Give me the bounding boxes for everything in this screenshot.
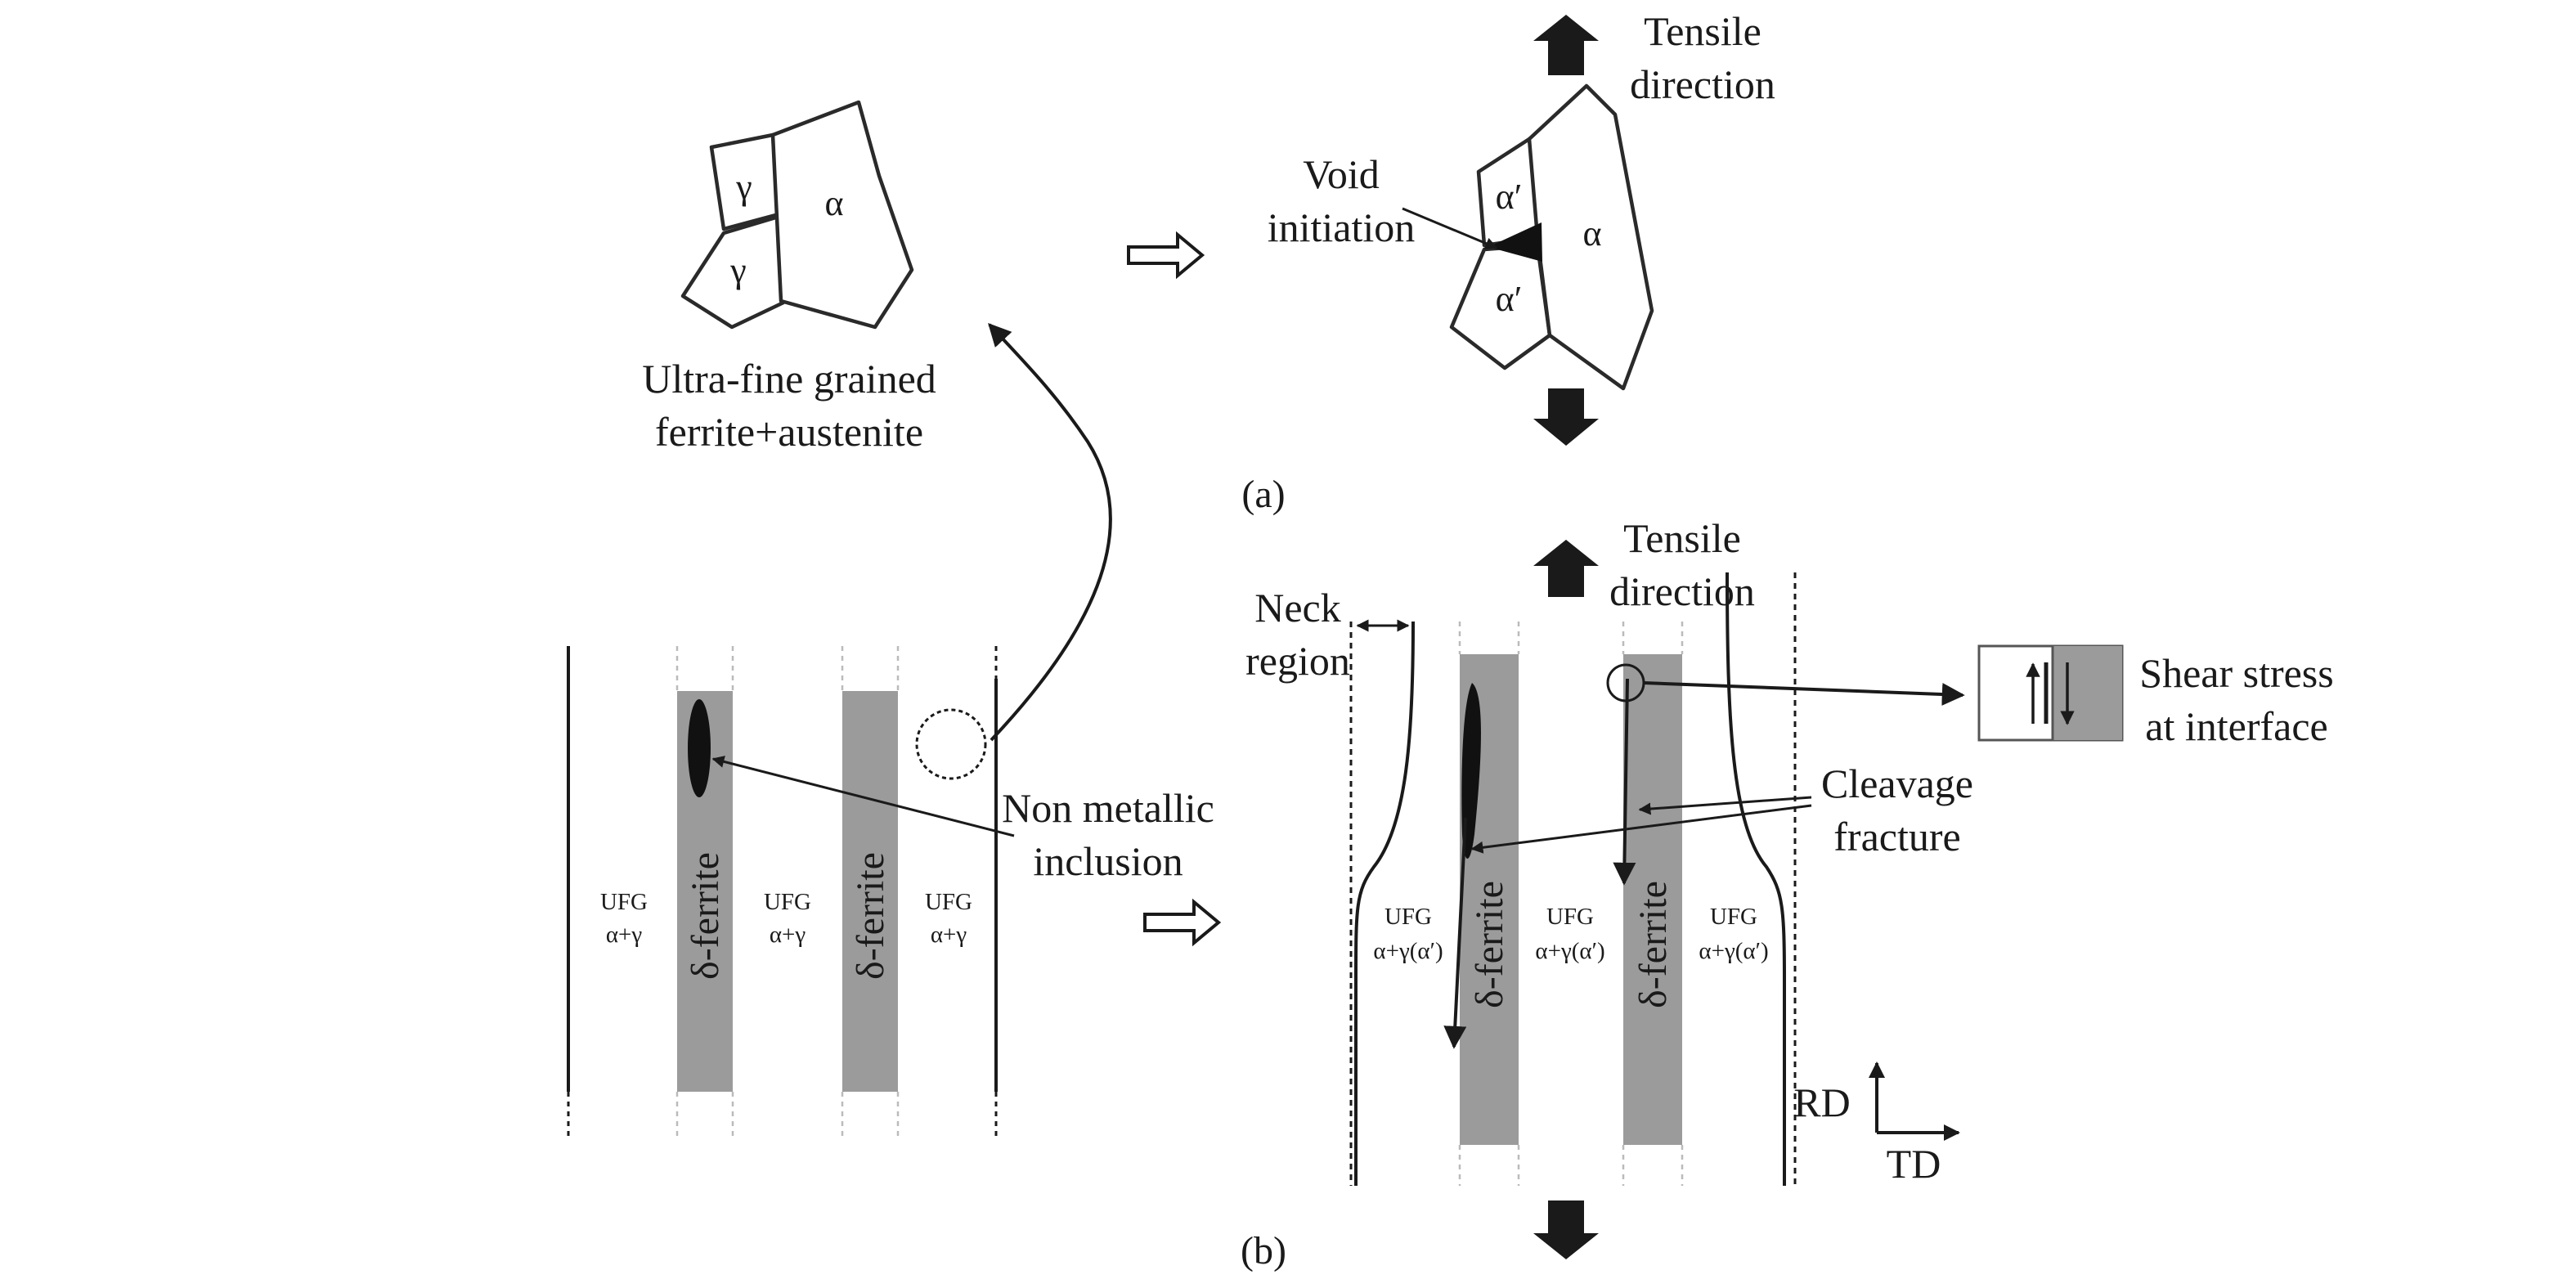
- ufg-deformed-label-3-line1: UFG: [1710, 904, 1757, 930]
- tensile-arrow-down-a: [1533, 388, 1599, 446]
- cleavage-label-line1: Cleavage: [1821, 761, 1973, 806]
- panel-b-left: δ-ferrite δ-ferrite UFG α+γ UFG α+γ UFG …: [567, 646, 1214, 1137]
- grain-symbol-gamma-upper: γ: [735, 167, 752, 207]
- panel-a-label: (a): [1241, 473, 1285, 516]
- necked-boundary-right: [1726, 572, 1786, 1186]
- void-label-line2: initiation: [1268, 204, 1416, 250]
- austenite-grain-lower: [680, 214, 786, 330]
- tensile-label-a-line1: Tensile: [1644, 8, 1761, 54]
- ufg-label-2-line2: α+γ: [770, 922, 806, 948]
- inclusion-label-line1: Non metallic: [1002, 785, 1214, 831]
- ferrite-grain: [770, 100, 914, 330]
- tensile-arrow-down-b: [1533, 1200, 1599, 1259]
- band-extension-dashes-right: [1458, 622, 1684, 1186]
- tensile-label-b-line2: direction: [1609, 568, 1755, 614]
- band-extension-dashes-left: [675, 646, 900, 1137]
- grain-symbol-alpha-deformed: α: [1582, 213, 1601, 254]
- tensile-arrow-up-a: [1533, 15, 1599, 75]
- rd-axis-label: RD: [1793, 1079, 1850, 1125]
- cleavage-leader-1: [1638, 796, 1812, 815]
- inclusion-label-line2: inclusion: [1033, 838, 1183, 884]
- necked-boundary-left: [1354, 621, 1415, 1186]
- void-wedge: [1488, 222, 1542, 262]
- tensile-label-a-line2: direction: [1630, 61, 1775, 107]
- delta-ferrite-label-deformed-1: δ-ferrite: [1468, 881, 1511, 1008]
- ufg-label-1-line2: α+γ: [606, 922, 643, 948]
- delta-ferrite-band-2: [842, 691, 898, 1092]
- shear-label-line2: at interface: [2145, 703, 2327, 749]
- ufg-label-1-line1: UFG: [600, 889, 648, 915]
- ufg-deformed-label-1-line2: α+γ(α′): [1373, 938, 1443, 964]
- transformation-arrow-a: [1127, 231, 1205, 280]
- zoom-region-circle: [915, 708, 987, 780]
- panel-b-label: (b): [1241, 1229, 1286, 1272]
- shear-stress-inset: [1977, 644, 2124, 742]
- delta-ferrite-band-deformed-2: [1623, 654, 1682, 1145]
- elongated-inclusion: [1461, 683, 1481, 859]
- ufg-deformed-label-2-line2: α+γ(α′): [1535, 938, 1604, 964]
- ufg-deformed-label-3-line2: α+γ(α′): [1699, 938, 1768, 964]
- panel-a: γ γ α Ultra-fine grained ferrite+austeni…: [642, 8, 1775, 516]
- delta-ferrite-label-1: δ-ferrite: [684, 852, 727, 980]
- tensile-label-b-line1: Tensile: [1623, 515, 1741, 561]
- inclusion-leader-line: [711, 756, 1015, 837]
- cleavage-label-line2: fracture: [1833, 814, 1960, 859]
- grain-symbol-gamma-lower: γ: [729, 250, 746, 290]
- transformation-arrow-b: [1143, 898, 1222, 947]
- td-axis-label: TD: [1887, 1141, 1941, 1187]
- delta-ferrite-label-deformed-2: δ-ferrite: [1631, 881, 1675, 1008]
- neck-label-line2: region: [1245, 638, 1350, 684]
- cleavage-crack-1: [1443, 817, 1467, 1049]
- grain-symbol-alpha: α: [824, 183, 843, 223]
- microstructure-caption-line2: ferrite+austenite: [655, 409, 923, 455]
- initial-grain-cluster: γ γ α: [680, 100, 914, 330]
- shear-callout-arrow: [1643, 681, 1965, 707]
- deformed-grain-cluster: α′ α′ α: [1449, 83, 1654, 391]
- void-leader-line: [1402, 207, 1498, 249]
- panel-b-right: Neck region Shear stress at interface: [1241, 515, 2334, 1272]
- microstructure-caption-line1: Ultra-fine grained: [642, 356, 936, 402]
- zoom-callout-arrow: [988, 322, 1112, 742]
- ufg-label-3-line1: UFG: [925, 889, 972, 915]
- ufg-deformed-label-2-line1: UFG: [1546, 904, 1594, 930]
- rd-td-axes: [1869, 1061, 1960, 1141]
- delta-ferrite-label-2: δ-ferrite: [849, 852, 892, 980]
- ufg-label-2-line1: UFG: [764, 889, 811, 915]
- void-label-line1: Void: [1303, 151, 1380, 197]
- grain-symbol-alpha-prime-upper: α′: [1496, 177, 1523, 217]
- non-metallic-inclusion: [688, 699, 711, 797]
- tensile-arrow-up-b: [1533, 540, 1599, 597]
- cleavage-crack-2: [1613, 678, 1636, 886]
- ufg-label-3-line2: α+γ: [931, 922, 967, 948]
- grain-symbol-alpha-prime-lower: α′: [1496, 279, 1523, 319]
- shear-label-line1: Shear stress: [2139, 650, 2333, 696]
- cleavage-leader-2: [1470, 804, 1812, 854]
- neck-label-line1: Neck: [1254, 585, 1341, 631]
- ufg-deformed-label-1-line1: UFG: [1384, 904, 1432, 930]
